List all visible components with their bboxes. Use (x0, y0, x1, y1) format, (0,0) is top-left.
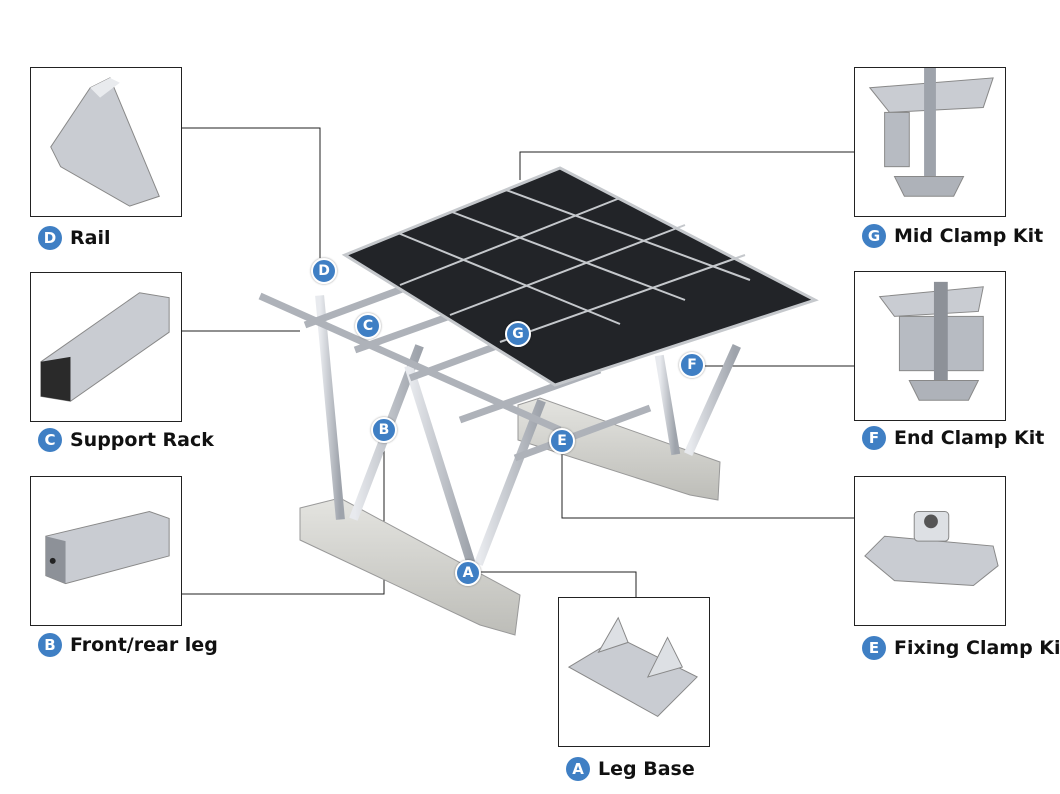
end-clamp-kit-label: End Clamp Kit (894, 427, 1045, 449)
front-rear-leg-caption: B Front/rear leg (38, 633, 218, 657)
end-clamp-kit-badge: F (862, 426, 886, 450)
rail-badge: D (38, 226, 62, 250)
marker-a: A (455, 560, 481, 586)
mid-clamp-kit-image (854, 67, 1006, 217)
mid-clamp-kit-badge: G (862, 224, 886, 248)
marker-g: G (505, 321, 531, 347)
rail-image (30, 67, 182, 217)
fixing-clamp-kit-image (854, 476, 1006, 626)
marker-d: D (311, 258, 337, 284)
fixing-clamp-kit-label: Fixing Clamp Kit (894, 637, 1060, 659)
front-rear-leg-badge: B (38, 633, 62, 657)
end-clamp-kit-caption: F End Clamp Kit (862, 426, 1044, 450)
marker-b: B (371, 417, 397, 443)
support-rack-badge: C (38, 428, 62, 452)
marker-e: E (549, 428, 575, 454)
leg-base-label: Leg Base (598, 758, 695, 780)
solar-panel-array (341, 166, 819, 387)
marker-c: C (355, 313, 381, 339)
mid-clamp-kit-caption: G Mid Clamp Kit (862, 224, 1043, 248)
front-rear-leg-label: Front/rear leg (70, 634, 218, 656)
leg-base-image (558, 597, 710, 747)
rail-label: Rail (70, 227, 111, 249)
support-rack-caption: C Support Rack (38, 428, 214, 452)
rail-caption: D Rail (38, 226, 110, 250)
leg-base-badge: A (566, 757, 590, 781)
marker-f: F (679, 352, 705, 378)
support-rack-label: Support Rack (70, 429, 214, 451)
front-rear-leg-image (30, 476, 182, 626)
end-clamp-kit-image (854, 271, 1006, 421)
fixing-clamp-kit-caption: E Fixing Clamp Kit (862, 636, 1060, 660)
support-rack-image (30, 272, 182, 422)
concrete-foundation-rear (517, 397, 721, 501)
mid-clamp-kit-label: Mid Clamp Kit (894, 225, 1044, 247)
concrete-foundation-front (299, 497, 521, 636)
leg-base-caption: A Leg Base (566, 757, 695, 781)
fixing-clamp-kit-badge: E (862, 636, 886, 660)
